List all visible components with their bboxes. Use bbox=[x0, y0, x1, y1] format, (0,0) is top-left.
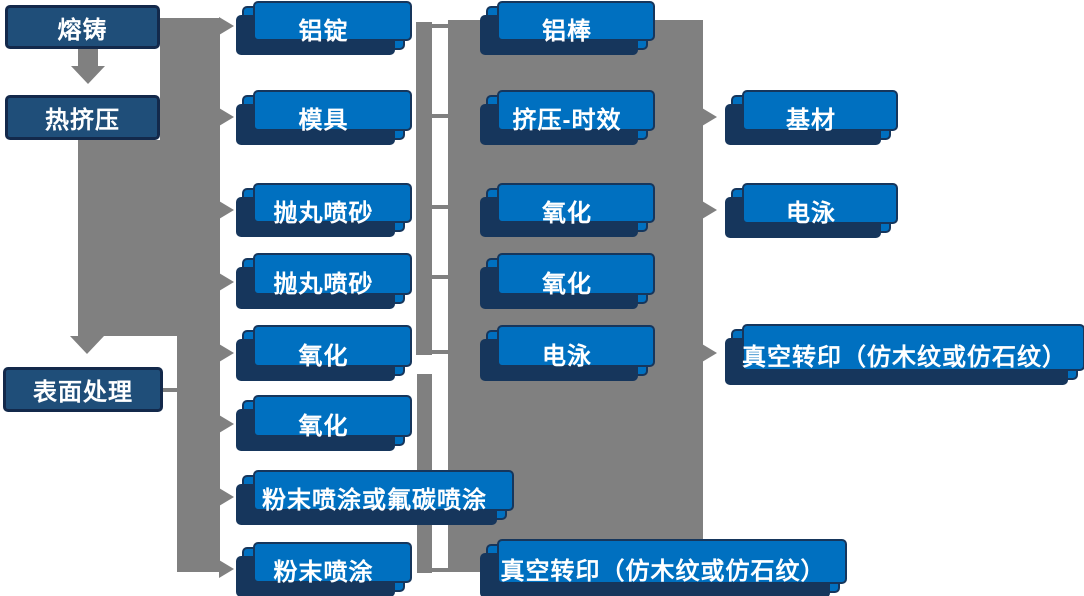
connector-mid-line-5 bbox=[416, 350, 448, 354]
connector-mid-line-4 bbox=[416, 275, 448, 279]
right-arrow-to-mold bbox=[219, 108, 234, 126]
right-arrow-to-shot-blasting-2 bbox=[219, 273, 234, 291]
node-oxidation-c2-1: 氧化 bbox=[236, 325, 412, 381]
connector-mid-bar-upper bbox=[416, 22, 432, 355]
connector-surface-treatment-stub bbox=[162, 388, 178, 392]
node-hot-extrusion: 热挤压 bbox=[5, 95, 160, 140]
right-arrow-to-oxidation-2 bbox=[219, 415, 234, 433]
down-arrow-to-hot-extrusion bbox=[71, 66, 105, 84]
node-powder-coating: 粉末喷涂 bbox=[236, 542, 412, 596]
node-powder-or-fluorocarbon-coating: 粉末喷涂或氟碳喷涂 bbox=[236, 470, 514, 525]
right-arrow-to-aluminum-ingot bbox=[219, 17, 234, 35]
node-base-material: 基材 bbox=[725, 90, 898, 145]
connector-trunk-lower bbox=[177, 336, 220, 572]
node-surface-treatment: 表面处理 bbox=[3, 367, 163, 412]
right-arrow-to-powder-coating bbox=[219, 560, 234, 578]
node-vacuum-transfer-right: 真空转印（仿木纹或仿石纹） bbox=[725, 324, 1084, 385]
connector-mid-line-1 bbox=[416, 24, 448, 28]
node-oxidation-c3-1: 氧化 bbox=[480, 183, 655, 237]
right-arrow-to-powder-or-fluorocarbon bbox=[219, 488, 234, 506]
node-oxidation-c2-2: 氧化 bbox=[236, 395, 412, 451]
node-oxidation-c3-2: 氧化 bbox=[480, 253, 655, 309]
connector-melting-to-col2 bbox=[160, 18, 220, 140]
connector-mid-line-2 bbox=[416, 114, 448, 118]
node-mold: 模具 bbox=[236, 90, 412, 145]
right-arrow-to-vacuum-transfer bbox=[702, 344, 717, 362]
node-melting-casting: 熔铸 bbox=[5, 5, 160, 49]
node-shot-blasting-2: 抛丸喷砂 bbox=[236, 253, 412, 309]
node-aluminum-ingot: 铝锭 bbox=[236, 1, 412, 55]
connector-melting-down-shaft bbox=[78, 48, 98, 68]
connector-extrusion-mass bbox=[78, 140, 220, 336]
node-aluminum-rod: 铝棒 bbox=[480, 1, 655, 55]
down-arrow-to-surface-treatment bbox=[70, 336, 104, 354]
right-arrow-to-shot-blasting-1 bbox=[219, 201, 234, 219]
right-arrow-to-base-material bbox=[702, 108, 717, 126]
node-extrusion-aging: 挤压-时效 bbox=[480, 90, 655, 145]
node-electrophoresis-c3: 电泳 bbox=[480, 325, 655, 381]
right-arrow-to-electrophoresis bbox=[702, 201, 717, 219]
node-vacuum-transfer-bottom: 真空转印（仿木纹或仿石纹） bbox=[480, 539, 847, 596]
node-shot-blasting-1: 抛丸喷砂 bbox=[236, 183, 412, 237]
right-arrow-to-oxidation-1 bbox=[219, 344, 234, 362]
node-electrophoresis-c4: 电泳 bbox=[725, 183, 898, 238]
connector-mid-line-3 bbox=[416, 205, 448, 209]
